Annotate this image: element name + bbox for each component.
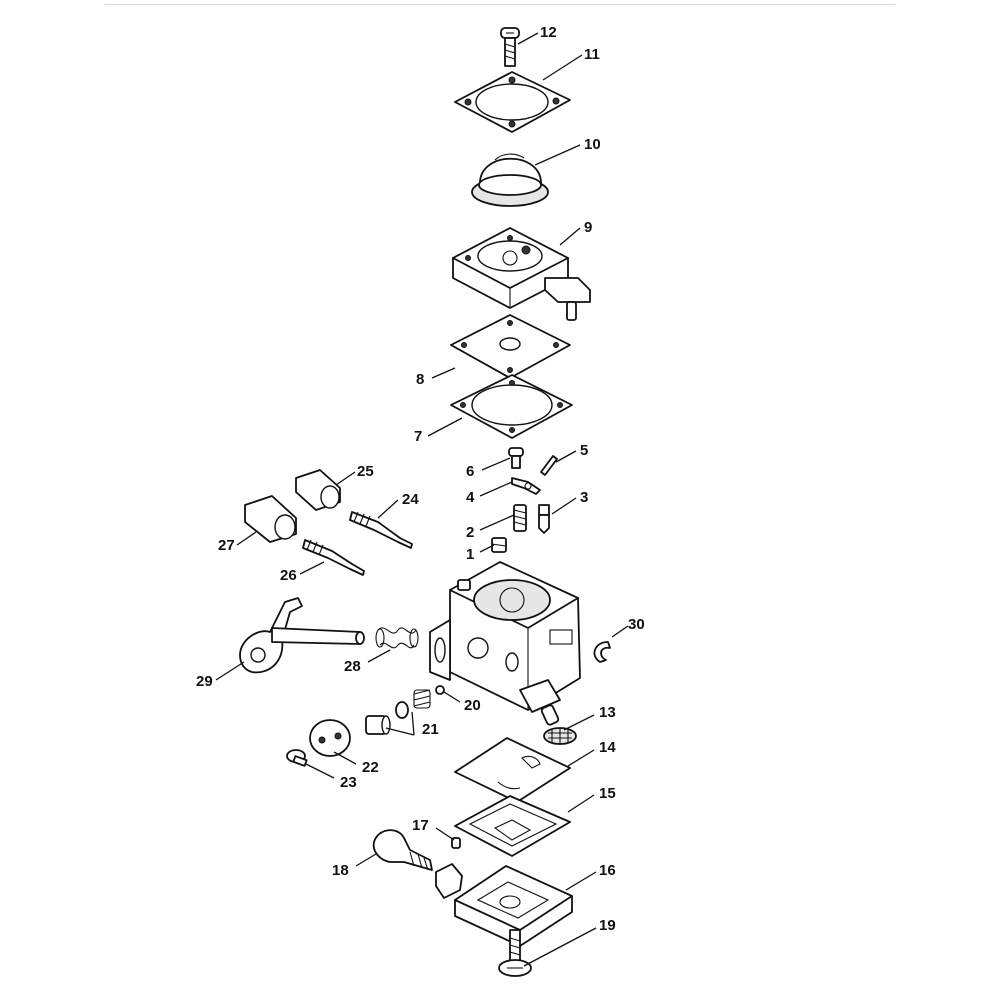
part-22-throttle-plate bbox=[309, 719, 351, 757]
callout-15: 15 bbox=[599, 785, 616, 802]
callout-5: 5 bbox=[580, 442, 588, 459]
part-24-adjusting-screw bbox=[349, 511, 413, 549]
part-4-lever bbox=[511, 477, 541, 495]
part-19-screw bbox=[498, 929, 532, 977]
callout-16: 16 bbox=[599, 862, 616, 879]
callout-13: 13 bbox=[599, 704, 616, 721]
callout-1: 1 bbox=[466, 546, 474, 563]
part-2-spring bbox=[513, 504, 527, 532]
callout-27: 27 bbox=[218, 537, 235, 554]
part-30-clip bbox=[593, 641, 611, 663]
part-6-screw bbox=[508, 447, 524, 469]
callout-30: 30 bbox=[628, 616, 645, 633]
part-18-fitting bbox=[372, 829, 433, 871]
part-17-pin bbox=[451, 837, 461, 849]
callout-17: 17 bbox=[412, 817, 429, 834]
leader-lines bbox=[215, 32, 629, 967]
callout-11: 11 bbox=[584, 46, 600, 63]
part-23-screw bbox=[286, 749, 308, 767]
part-12-screw bbox=[500, 27, 520, 67]
callout-2: 2 bbox=[466, 524, 474, 541]
part-20-o-ring bbox=[435, 685, 445, 695]
part-11-gasket bbox=[454, 71, 571, 133]
part-3-inlet-needle bbox=[538, 504, 550, 534]
part-28-spring bbox=[375, 627, 419, 649]
carburetor-body bbox=[429, 561, 581, 726]
callout-10: 10 bbox=[584, 136, 601, 153]
callout-21: 21 bbox=[422, 721, 439, 738]
callout-28: 28 bbox=[344, 658, 361, 675]
callout-6: 6 bbox=[466, 463, 474, 480]
callout-18: 18 bbox=[332, 862, 349, 879]
callout-26: 26 bbox=[280, 567, 297, 584]
callout-14: 14 bbox=[599, 739, 616, 756]
part-7-gasket bbox=[450, 374, 573, 439]
top-divider bbox=[105, 4, 895, 5]
callout-22: 22 bbox=[362, 759, 379, 776]
part-16-metering-cover bbox=[435, 863, 573, 947]
callout-23: 23 bbox=[340, 774, 357, 791]
callout-29: 29 bbox=[196, 673, 213, 690]
part-1-plug bbox=[491, 537, 507, 553]
callout-24: 24 bbox=[402, 491, 419, 508]
part-10-primer-bulb bbox=[471, 153, 549, 207]
callout-12: 12 bbox=[540, 24, 557, 41]
callout-4: 4 bbox=[466, 489, 475, 506]
part-25-limiter-cap bbox=[295, 469, 341, 511]
callout-9: 9 bbox=[584, 219, 592, 236]
part-9-pump-cover bbox=[452, 227, 591, 321]
part-26-adjusting-screw bbox=[302, 539, 365, 576]
callout-3: 3 bbox=[580, 489, 588, 506]
part-15-gasket bbox=[454, 795, 571, 857]
part-14-metering-diaphragm bbox=[454, 737, 571, 803]
callout-19: 19 bbox=[599, 917, 616, 934]
part-27-limiter-cap bbox=[244, 495, 297, 543]
callout-labels: 12 11 10 9 8 7 6 5 4 3 2 1 25 24 27 26 3… bbox=[196, 24, 645, 934]
part-29-throttle-shaft bbox=[239, 597, 365, 674]
callout-7: 7 bbox=[414, 428, 422, 445]
callout-8: 8 bbox=[416, 371, 424, 388]
part-21-spring-set bbox=[365, 689, 431, 735]
callout-20: 20 bbox=[464, 697, 481, 714]
part-8-diaphragm bbox=[450, 314, 571, 379]
part-5-pin bbox=[540, 455, 558, 476]
callout-25: 25 bbox=[357, 463, 374, 480]
part-13-strainer bbox=[543, 727, 577, 745]
